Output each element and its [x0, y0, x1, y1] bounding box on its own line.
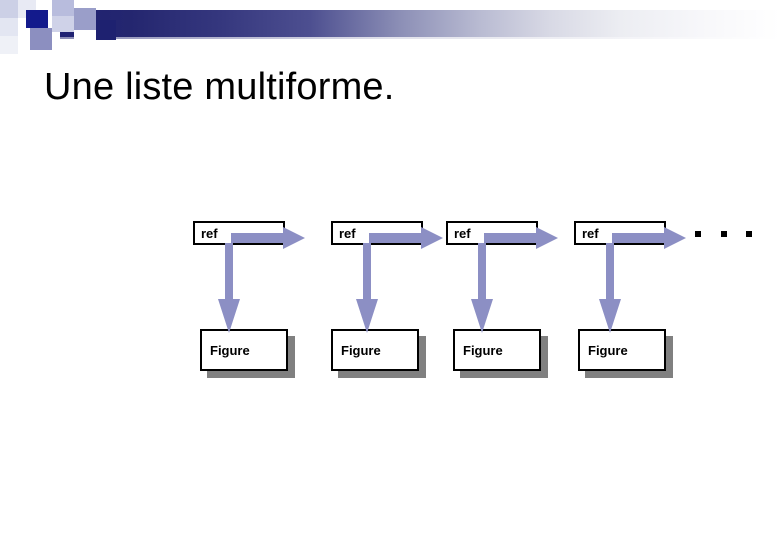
figure-node-label: Figure: [588, 343, 628, 358]
ref-node-label: ref: [582, 226, 599, 241]
next-pointer-arrow: [369, 227, 443, 249]
figure-node-label: Figure: [463, 343, 503, 358]
ref-node-label: ref: [339, 226, 356, 241]
header-gradient-band: [60, 10, 780, 37]
ellipsis-dot: [695, 231, 701, 237]
figure-node-box: Figure: [578, 329, 666, 371]
ref-node-label: ref: [454, 226, 471, 241]
ellipsis-dot: [721, 231, 727, 237]
next-pointer-arrow: [231, 227, 305, 249]
figure-node-box: Figure: [331, 329, 419, 371]
decorative-square: [0, 18, 18, 36]
figure-node-label: Figure: [341, 343, 381, 358]
decorative-square: [30, 28, 52, 50]
figure-node-label: Figure: [210, 343, 250, 358]
decorative-square: [74, 30, 96, 44]
decorative-square: [52, 0, 74, 16]
figure-pointer-arrow: [218, 243, 240, 333]
figure-pointer-arrow: [356, 243, 378, 333]
decorative-square: [74, 8, 96, 30]
decorative-square: [0, 36, 18, 54]
header-band-underline: [60, 37, 780, 39]
ref-node-label: ref: [201, 226, 218, 241]
next-pointer-arrow: [612, 227, 686, 249]
ellipsis-dot: [746, 231, 752, 237]
figure-pointer-arrow: [599, 243, 621, 333]
decorative-square: [0, 0, 18, 18]
figure-pointer-arrow: [471, 243, 493, 333]
figure-node-box: Figure: [200, 329, 288, 371]
next-pointer-arrow: [484, 227, 558, 249]
decorative-square: [26, 10, 48, 28]
figure-node-box: Figure: [453, 329, 541, 371]
page-title: Une liste multiforme.: [44, 66, 395, 108]
decorative-square: [52, 16, 74, 32]
decorative-square: [96, 20, 116, 40]
